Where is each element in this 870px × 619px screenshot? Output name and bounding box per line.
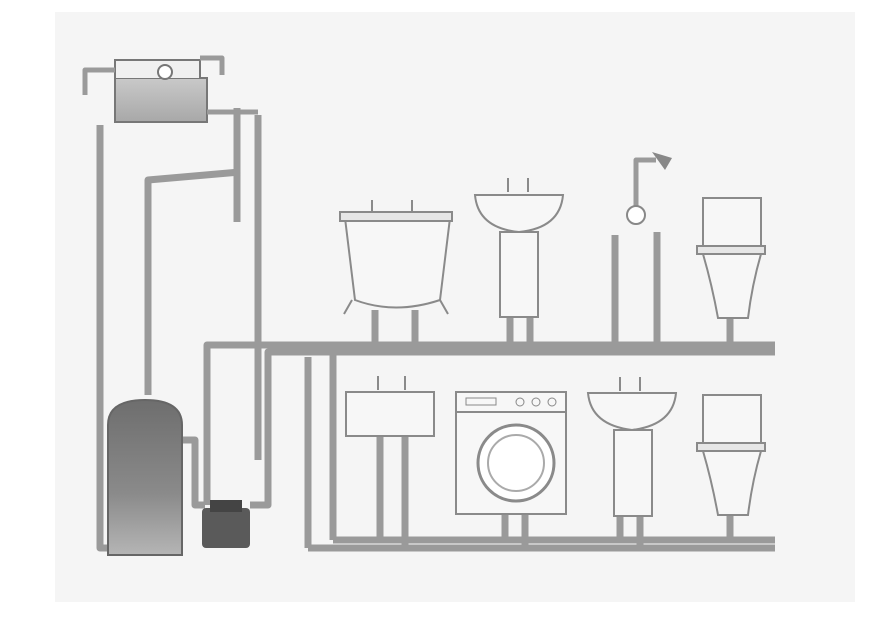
basin-lower <box>586 377 678 517</box>
sink <box>345 376 435 437</box>
hot-water-cylinder <box>107 398 183 556</box>
basin-upper <box>473 178 565 318</box>
pump <box>202 500 250 548</box>
washing-machine <box>455 391 567 515</box>
shower <box>626 152 672 225</box>
pipework <box>96 108 775 552</box>
toilet-upper <box>696 197 766 319</box>
bath <box>339 200 453 315</box>
toilet-lower <box>696 394 766 516</box>
cold-water-cistern <box>82 55 258 123</box>
